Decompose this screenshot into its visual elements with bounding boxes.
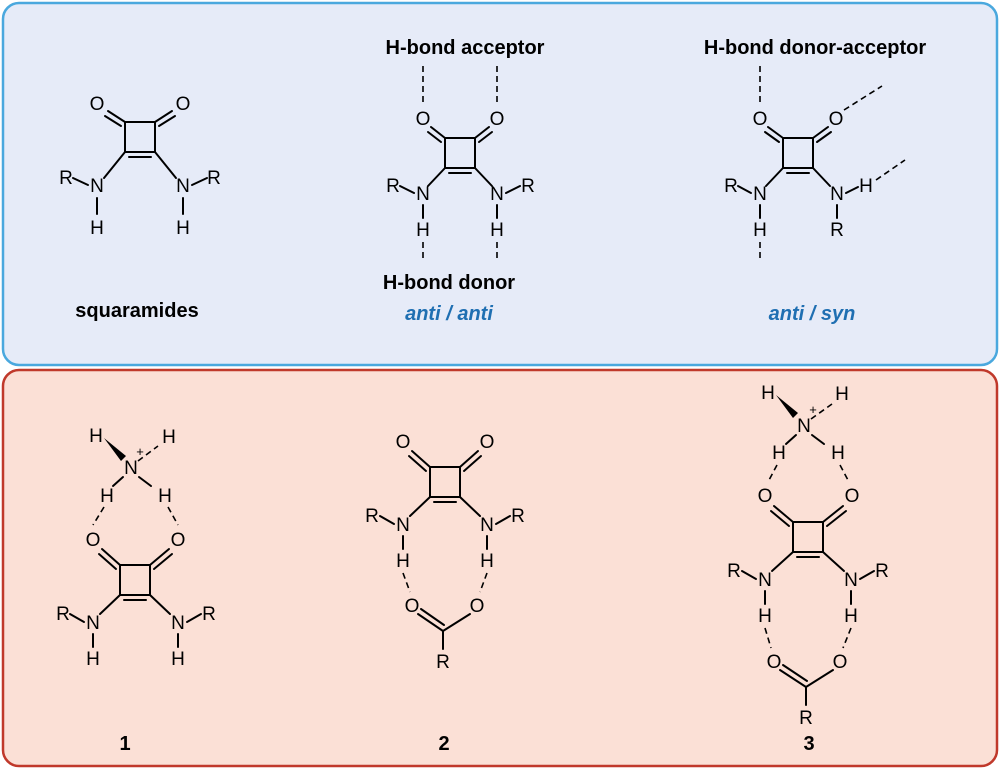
hydrogen-atom: H xyxy=(761,383,775,404)
wedge-bond xyxy=(104,438,126,461)
r-group: R xyxy=(436,652,450,673)
hydrogen-atom: H xyxy=(171,649,185,670)
wedge-bond xyxy=(776,395,798,418)
r-group: R xyxy=(59,168,73,189)
oxygen-atom: O xyxy=(845,486,860,507)
hydrogen-atom: H xyxy=(753,220,767,241)
complex-3-label: 3 xyxy=(803,733,814,755)
nitrogen-atom: N xyxy=(86,613,100,634)
hydrogen-atom: H xyxy=(416,220,430,241)
hydrogen-atom: H xyxy=(835,384,849,405)
nitrogen-atom: N xyxy=(171,613,185,634)
complex-2-structure: O O N N R R H H O O R xyxy=(365,432,525,673)
nitrogen-atom: N xyxy=(480,515,494,536)
h-bond-acceptor-label: H-bond acceptor xyxy=(386,37,545,59)
oxygen-atom: O xyxy=(90,94,105,115)
r-group: R xyxy=(56,604,70,625)
nitrogen-atom: N xyxy=(758,570,772,591)
nitrogen-atom: N xyxy=(844,570,858,591)
nitrogen-atom: N xyxy=(90,176,104,197)
hydrogen-atom: H xyxy=(831,443,845,464)
r-group: R xyxy=(365,506,379,527)
hydrogen-atom: H xyxy=(86,649,100,670)
nitrogen-atom: N xyxy=(416,184,430,205)
nitrogen-atom: N xyxy=(830,184,844,205)
anti-anti-label: anti / anti xyxy=(405,303,493,325)
nitrogen-atom: N xyxy=(396,515,410,536)
oxygen-atom: O xyxy=(176,94,191,115)
squaramides-label: squaramides xyxy=(75,300,198,322)
oxygen-atom: O xyxy=(767,652,782,673)
complex-1-label: 1 xyxy=(119,733,130,755)
hydrogen-atom: H xyxy=(100,486,114,507)
anti-anti-structure: O O N N R R H H xyxy=(386,66,535,262)
complex-1-structure: H N + H H H O O N N R R H H xyxy=(56,426,216,670)
r-group: R xyxy=(386,176,400,197)
hydrogen-atom: H xyxy=(396,551,410,572)
oxygen-atom: O xyxy=(86,530,101,551)
oxygen-atom: O xyxy=(753,109,768,130)
hydrogen-atom: H xyxy=(844,606,858,627)
r-group: R xyxy=(521,176,535,197)
nitrogen-atom: N xyxy=(753,184,767,205)
r-group: R xyxy=(202,604,216,625)
oxygen-atom: O xyxy=(396,432,411,453)
oxygen-atom: O xyxy=(758,486,773,507)
hydrogen-atom: H xyxy=(162,427,176,448)
oxygen-atom: O xyxy=(171,530,186,551)
hydrogen-atom: H xyxy=(158,486,172,507)
r-group: R xyxy=(727,561,741,582)
nitrogen-atom: N xyxy=(797,416,811,437)
oxygen-atom: O xyxy=(490,109,505,130)
nitrogen-atom: N xyxy=(490,184,504,205)
hydrogen-atom: H xyxy=(176,218,190,239)
positive-charge: + xyxy=(136,444,144,459)
r-group: R xyxy=(511,506,525,527)
r-group: R xyxy=(724,176,738,197)
nitrogen-atom: N xyxy=(124,458,138,479)
hydrogen-atom: H xyxy=(89,426,103,447)
hydrogen-atom: H xyxy=(772,443,786,464)
nitrogen-atom: N xyxy=(176,176,190,197)
complex-3-structure: H N + H H H O O N N R R H H O xyxy=(727,383,889,729)
hydrogen-atom: H xyxy=(490,220,504,241)
r-group: R xyxy=(799,708,813,729)
oxygen-atom: O xyxy=(480,432,495,453)
oxygen-atom: O xyxy=(833,652,848,673)
hydrogen-atom: H xyxy=(859,176,873,197)
hydrogen-atom: H xyxy=(758,606,772,627)
r-group: R xyxy=(207,168,221,189)
hydrogen-atom: H xyxy=(90,218,104,239)
r-group: R xyxy=(830,220,844,241)
oxygen-atom: O xyxy=(405,596,420,617)
anti-syn-structure: O O N N R H H R xyxy=(724,66,906,262)
bottom-panel xyxy=(1,368,999,768)
top-panel xyxy=(1,1,999,367)
h-bond-donor-acceptor-label: H-bond donor-acceptor xyxy=(704,37,926,59)
r-group: R xyxy=(875,561,889,582)
hydrogen-atom: H xyxy=(480,551,494,572)
oxygen-atom: O xyxy=(416,109,431,130)
anti-syn-label: anti / syn xyxy=(769,303,856,325)
complex-2-label: 2 xyxy=(438,733,449,755)
h-bond-donor-label: H-bond donor xyxy=(383,272,515,294)
squaramide-structure: O O N N R R H H xyxy=(59,94,221,239)
positive-charge: + xyxy=(809,402,817,417)
oxygen-atom: O xyxy=(470,596,485,617)
oxygen-atom: O xyxy=(829,109,844,130)
